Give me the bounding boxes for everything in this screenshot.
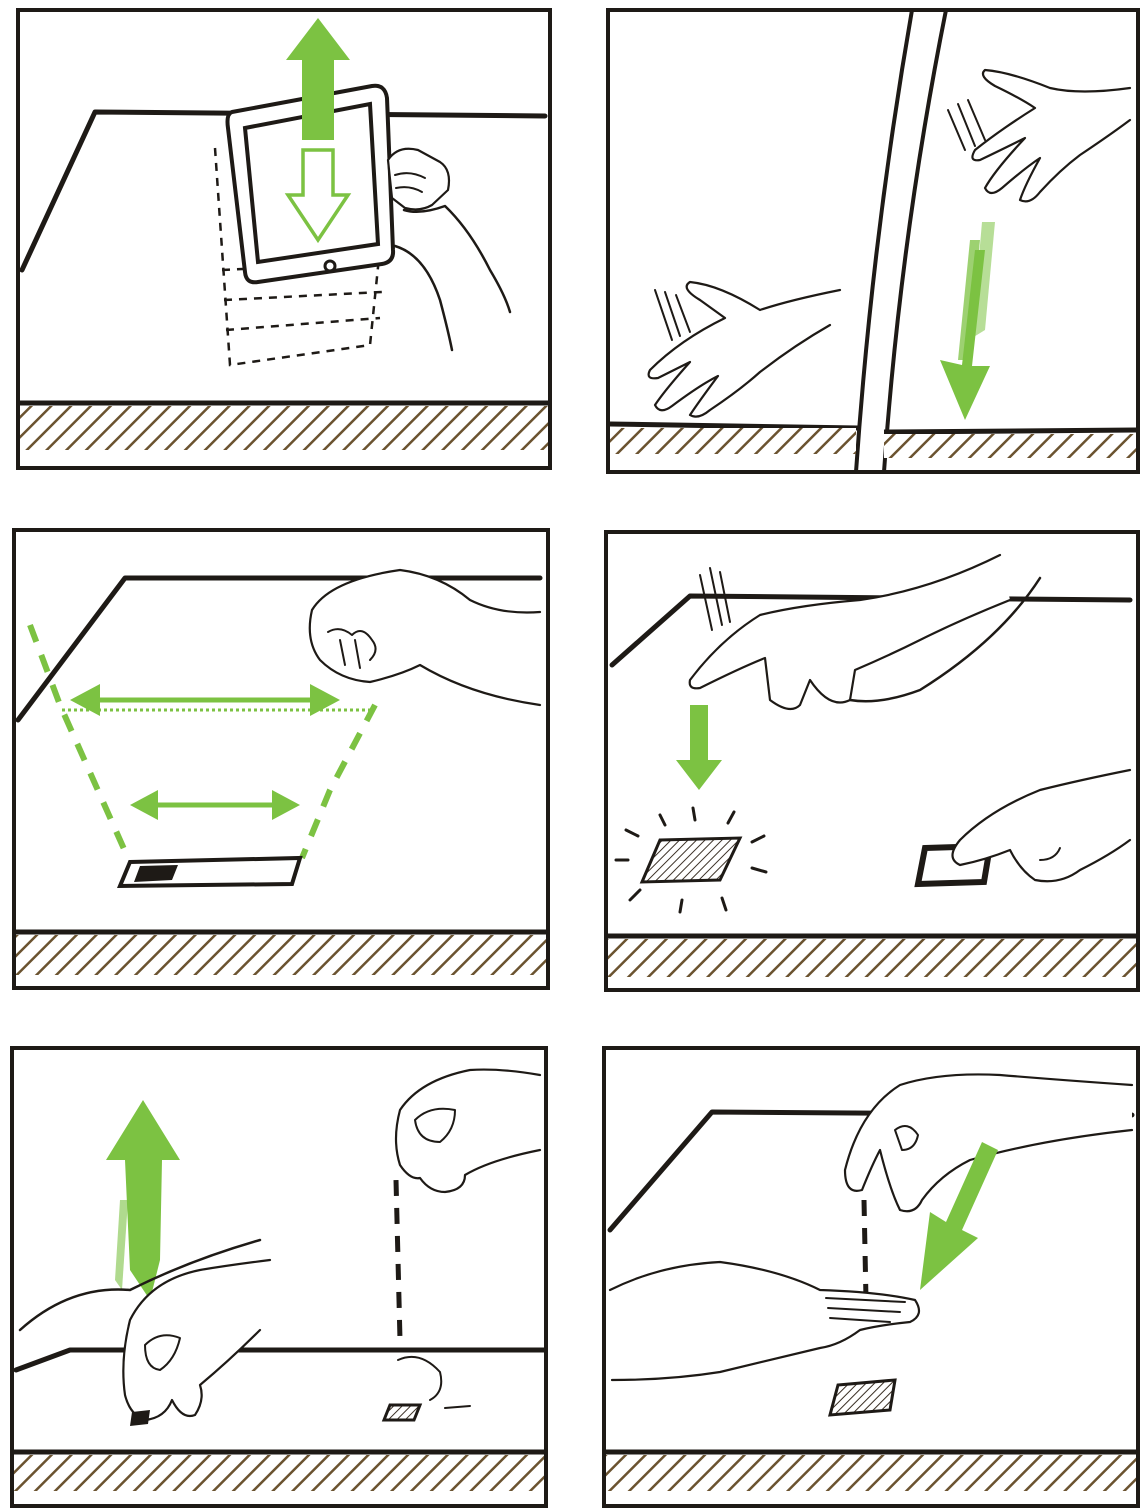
ground-hatch [606, 1455, 1136, 1491]
lift-tablet-panel [18, 10, 550, 468]
ground-hatch [16, 935, 546, 975]
drop-onto-hand-panel [604, 1048, 1138, 1506]
ground-line [884, 430, 1136, 432]
hand-slap-panel [608, 10, 1138, 472]
ground-hatch [884, 434, 1136, 458]
ground-hatch [608, 939, 1136, 977]
pick-up-panel [12, 1048, 546, 1506]
ground-hatch [14, 1455, 544, 1491]
ground-hatch [610, 428, 856, 454]
ground-hatch [20, 406, 548, 450]
slider-icon [120, 858, 300, 886]
tile-icon [830, 1380, 895, 1415]
pinch-zoom-panel [14, 530, 548, 988]
finger-tap-panel [606, 532, 1138, 990]
